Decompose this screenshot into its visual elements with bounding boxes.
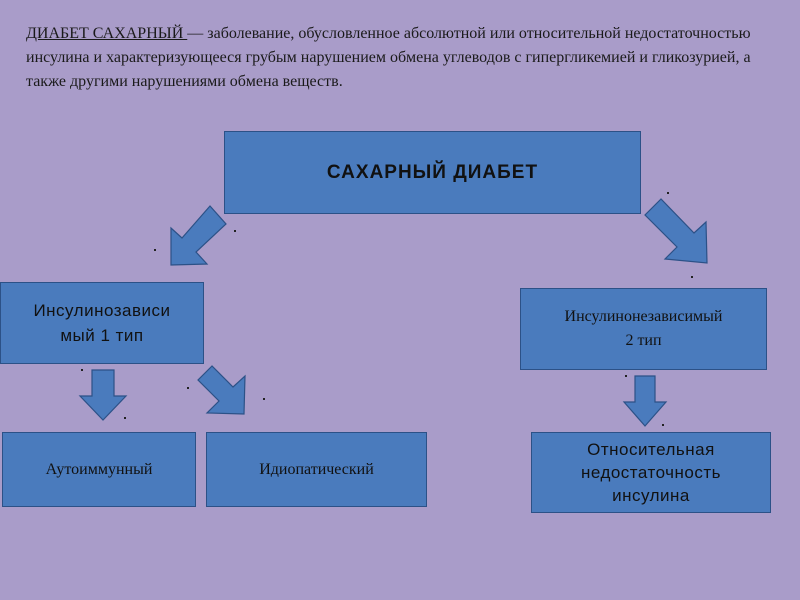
decorative-dot [667,192,669,194]
arrow-root-to-type1 [170,205,227,266]
definition-body: — заболевание, обусловленное абсолютной … [26,25,751,90]
root-node-label: САХАРНЫЙ ДИАБЕТ [326,161,539,183]
node-relative-line2: недостаточность [580,463,722,482]
definition-text: ДИАБЕТ САХАРНЫЙ — заболевание, обусловле… [26,22,778,94]
node-idiopathic-label: Идиопатический [259,460,374,478]
decorative-dot [154,249,156,251]
node-relative-line1: Относительная [587,440,715,459]
arrow-type1-to-autoimmune [78,369,128,421]
decorative-dot [187,387,189,389]
arrow-type2-to-relative [622,375,668,427]
node-type1-line1: Инсулинозависи [33,301,171,320]
node-relative-insufficiency: Относительная недостаточность инсулина [531,432,771,513]
decorative-dot [81,369,83,371]
decorative-dot [234,230,236,232]
node-autoimmune-label: Аутоиммунный [45,460,153,478]
node-type2-line2: 2 тип [625,332,662,349]
node-type1: Инсулинозависи мый 1 тип [0,282,204,364]
node-type2: Инсулинонезависимый 2 тип [520,288,767,370]
root-node-diabetes: САХАРНЫЙ ДИАБЕТ [224,131,641,214]
node-type1-line2: мый 1 тип [60,326,144,345]
decorative-dot [124,417,126,419]
node-relative-line3: инсулина [612,486,690,505]
definition-term: ДИАБЕТ САХАРНЫЙ [26,25,188,42]
decorative-dot [662,424,664,426]
decorative-dot [691,276,693,278]
arrow-root-to-type2 [644,198,708,264]
node-autoimmune: Аутоиммунный [2,432,196,507]
arrow-type1-to-idiopathic [197,365,246,415]
node-idiopathic: Идиопатический [206,432,427,507]
decorative-dot [625,375,627,377]
decorative-dot [263,398,265,400]
node-type2-line1: Инсулинонезависимый [564,308,723,325]
